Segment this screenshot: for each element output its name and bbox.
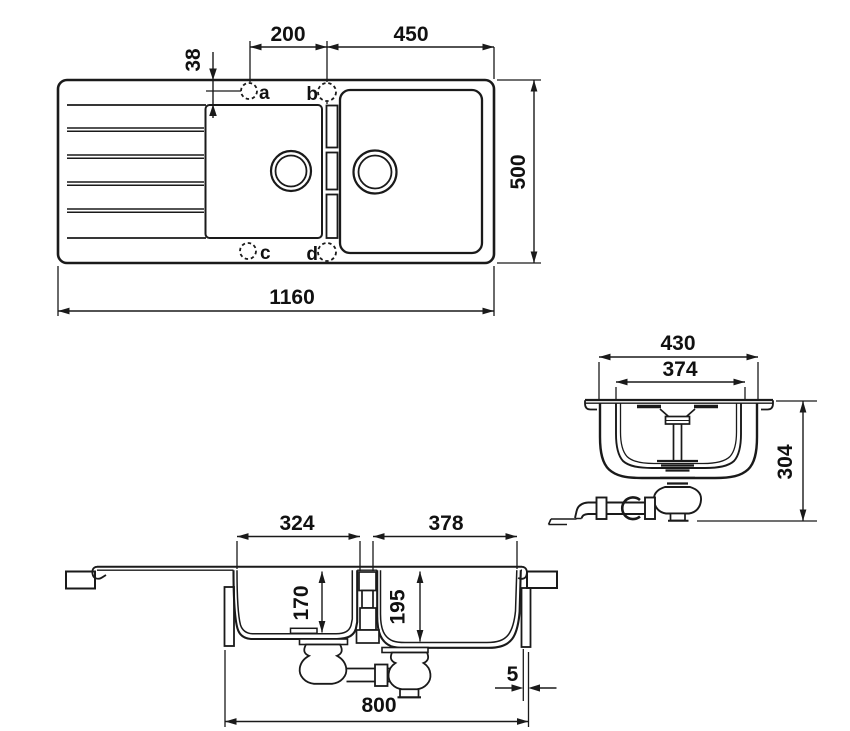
- tap-holes: [239, 82, 337, 262]
- counter-edge-left: [223, 586, 235, 647]
- svg-text:450: 450: [393, 23, 428, 46]
- tap-hole-label-c: c: [260, 243, 271, 264]
- svg-text:374: 374: [662, 358, 697, 381]
- drainboard-ridges: [67, 104, 206, 239]
- trap-bell: [653, 486, 702, 515]
- svg-text:500: 500: [507, 154, 530, 189]
- sink-outline: [56, 78, 496, 265]
- tap-hole-label-b: b: [306, 84, 318, 105]
- dim-overall-length: 1160: [57, 266, 495, 316]
- drain-circle-main: [352, 149, 398, 195]
- left-bowl-inner: [236, 570, 354, 635]
- left-strainer: [289, 627, 318, 635]
- trap-pipe: [547, 496, 656, 526]
- dim-left-bowl-depth: 170: [290, 571, 326, 633]
- counter-block-right: [526, 570, 558, 589]
- right-bowl-outer: [376, 570, 522, 649]
- dim-right-bowl-depth: 195: [387, 571, 424, 642]
- svg-text:5: 5: [507, 663, 519, 686]
- dim-edge-gap: 5: [495, 649, 557, 701]
- svg-text:430: 430: [660, 332, 695, 355]
- svg-text:200: 200: [270, 23, 305, 46]
- waste-assembly: [637, 404, 718, 522]
- svg-text:800: 800: [361, 694, 396, 717]
- tap-hole-label-a: a: [259, 83, 270, 104]
- overflow-column: [355, 571, 380, 644]
- plumbing: [289, 627, 432, 699]
- main-bowl: [338, 88, 484, 255]
- svg-text:1160: 1160: [269, 286, 315, 309]
- svg-text:38: 38: [182, 48, 205, 72]
- left-trap: [298, 643, 348, 685]
- bowl-rim: [584, 398, 774, 411]
- bowl-shell-outer: [598, 403, 759, 480]
- middle-bowl: [204, 104, 323, 239]
- dim-bowl-inner-width: 374: [615, 358, 746, 399]
- bowl-divider: [325, 104, 339, 239]
- bowl-shell-inner2: [619, 403, 738, 465]
- counter-block-left: [65, 570, 96, 590]
- dim-left-bowl-width: 324: [236, 512, 361, 571]
- svg-text:304: 304: [774, 444, 797, 479]
- svg-text:195: 195: [387, 589, 410, 624]
- long-section-view: 324 378 170 195 800 5: [65, 512, 558, 727]
- svg-text:170: 170: [290, 585, 313, 620]
- dim-bowl-depth: 304: [697, 400, 817, 522]
- dim-bowl-outer-width: 430: [598, 332, 759, 399]
- rim-surface: [91, 565, 528, 580]
- tap-hole-b-icon: [317, 82, 337, 102]
- dim-overall-width: 500: [497, 79, 541, 264]
- dim-hole-inset: 38: [182, 48, 241, 118]
- right-bowl-inner: [379, 570, 518, 644]
- dim-cutout-length: 800: [224, 650, 530, 727]
- tap-hole-c-icon: [239, 242, 257, 260]
- tap-hole-label-d: d: [306, 244, 318, 265]
- right-trap: [387, 651, 432, 691]
- bowl-shell-inner: [615, 403, 742, 469]
- tap-hole-a-icon: [240, 82, 258, 100]
- dim-right-bowl-width: 378: [372, 512, 518, 571]
- drain-circle-middle: [269, 149, 313, 193]
- svg-text:324: 324: [279, 512, 314, 535]
- svg-text:378: 378: [428, 512, 463, 535]
- dim-hole-to-edge: 450: [327, 23, 495, 79]
- cross-section-view: 430 374: [547, 332, 817, 526]
- dim-hole-pitch: 200: [249, 23, 328, 104]
- counter-edge-right: [520, 587, 532, 648]
- tap-hole-d-icon: [317, 242, 337, 262]
- plan-view: a b c d 200 450 38 500: [56, 23, 541, 316]
